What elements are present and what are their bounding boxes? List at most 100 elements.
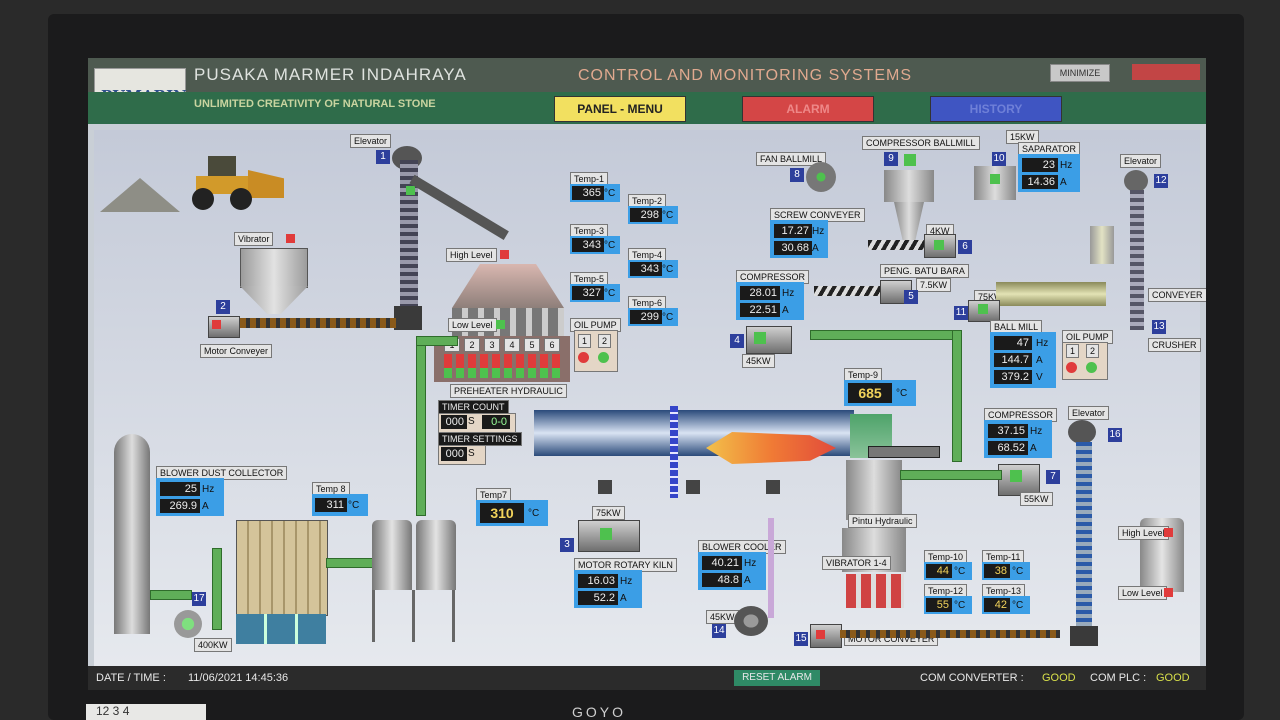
oil-pump-right-cell-2: 2 [1086,344,1100,358]
cyclone-top [884,170,934,202]
elevator-far-id: 16 [1108,428,1122,442]
fuel-pipe-right [952,330,962,462]
reset-alarm-button[interactable]: RESET ALARM [734,670,820,686]
ball-mill-hz-unit: Hz [1036,338,1049,349]
vibrator-label: Vibrator [234,232,274,246]
low-level-label: Low Level [448,318,497,332]
monitor-sticker: 12 3 4 [86,704,206,720]
ball-mill-hz-value: 47 [994,336,1032,350]
preheater-cell-leds-green [444,368,560,378]
conveyer-label: CONVEYER [1148,288,1206,302]
chimney [114,434,150,634]
preheater-cell: 5 [524,338,540,352]
close-button[interactable] [1132,64,1200,80]
blower-cooler-hz-unit: Hz [744,558,757,569]
com-plc-label: COM PLC : [1090,672,1147,684]
com-converter-label: COM CONVERTER : [920,672,1024,684]
preheater-label: PREHEATER HYDRAULIC [450,384,567,398]
blower-cooler-fan-icon[interactable] [734,606,768,636]
screw-conveyer-id: 6 [958,240,972,254]
silo-low-level-status [1164,588,1173,597]
kiln-support-2 [686,480,700,494]
burner-lance [868,446,940,458]
compressor-left-motor[interactable] [746,326,792,354]
alarm-button[interactable]: ALARM [742,96,874,122]
elevator-right-column [1130,190,1144,330]
saparator-hz-value: 23 [1022,158,1058,172]
dust-collector-hoppers [236,614,326,644]
pintu-hydraulic-label: Pintu Hydraulic [848,514,917,528]
compressor-right-a-value: 68.52 [988,441,1028,455]
compressor-left-a-value: 22.51 [740,303,780,317]
temp-6-label: Temp-6 [628,296,667,310]
high-level-label: High Level [446,248,497,262]
kiln-power-label: 75KW [592,506,625,520]
dust-pipe-3 [326,558,374,568]
motor-conveyer-status [212,320,221,329]
blower-cooler-power: 45KW [706,610,739,624]
panel-menu-button[interactable]: PANEL - MENU [554,96,686,122]
compressor-left-id: 4 [730,334,744,348]
ball-mill-a-value: 144.7 [994,353,1032,367]
high-level-status [500,250,509,259]
blower-dust-id: 17 [192,592,206,606]
preheater-cell: 6 [544,338,560,352]
vibrator-14-label: VIBRATOR 1-4 [822,556,891,570]
kiln-hz-value: 16.03 [578,574,618,588]
conveyer-id: 13 [1152,320,1166,334]
elevator-column [400,160,418,306]
peng-batu-bara-label: PENG. BATU BARA [880,264,969,278]
compressor-ballmill-status [904,154,916,166]
ball-mill-v-value: 379.2 [994,370,1032,384]
compressor-right-pipe [900,470,1002,480]
blower-dust-fan-icon[interactable] [174,610,202,638]
temp-7-unit: °C [528,508,540,519]
temp-7-value: 310 [480,503,524,523]
elevator-chute [409,174,509,240]
dust-collector [236,520,328,616]
compressor-right-motor[interactable] [998,464,1040,496]
cooler-air-pipe [768,518,774,618]
silo-high-level-label: High Level [1118,526,1169,540]
temp-12-unit: °C [954,600,966,611]
timer-count-unit: S [468,416,475,427]
screw-conveyer-hz-value: 17.27 [774,224,812,238]
elevator-id: 1 [376,150,390,164]
kiln-a-value: 52.2 [578,591,618,605]
vibrator-feeders [846,574,904,608]
elevator-far-label: Elevator [1068,406,1110,420]
temp-1-value: 365 [572,186,604,200]
bottom-belt-conveyor [840,630,1060,638]
oil-pump-cell-1: 1 [578,334,592,348]
cyclone-cone [894,202,924,242]
kiln-flame [706,432,836,464]
history-button[interactable]: HISTORY [930,96,1062,122]
silo-low-level-label: Low Level [1118,586,1167,600]
ball-mill-status [978,304,988,314]
elevator-right-id: 12 [1154,174,1168,188]
elevator-label: Elevator [350,134,392,148]
saparator-hz-unit: Hz [1060,160,1073,171]
com-plc-status: GOOD [1156,672,1190,684]
timer-settings-value[interactable]: 000 [441,447,467,461]
temp-12-value: 55 [926,598,952,612]
screw-conveyer-a-unit: A [812,243,819,254]
ball-mill-id: 11 [954,306,968,320]
temp-11-unit: °C [1012,566,1024,577]
fan-ballmill-icon[interactable] [806,162,836,192]
minimize-button[interactable]: MINIMIZE [1050,64,1110,82]
temp-9-unit: °C [896,388,908,399]
compressor-right-hz-value: 37.15 [988,424,1028,438]
dust-pipe-1 [150,590,192,600]
kiln-support-1 [598,480,612,494]
hopper-cone [240,286,308,314]
oil-pump-led-1 [578,352,589,363]
elevator-right-head-icon [1124,170,1148,192]
bottom-conveyer-motor[interactable] [810,624,842,648]
preheater-cells: 1 2 3 4 5 6 [444,338,560,352]
feed-hopper [1090,226,1114,264]
vibrator-status [286,234,295,243]
temp-13-value: 42 [984,598,1010,612]
compressor-right-power: 55KW [1020,492,1053,506]
saparator-id: 10 [992,152,1006,166]
